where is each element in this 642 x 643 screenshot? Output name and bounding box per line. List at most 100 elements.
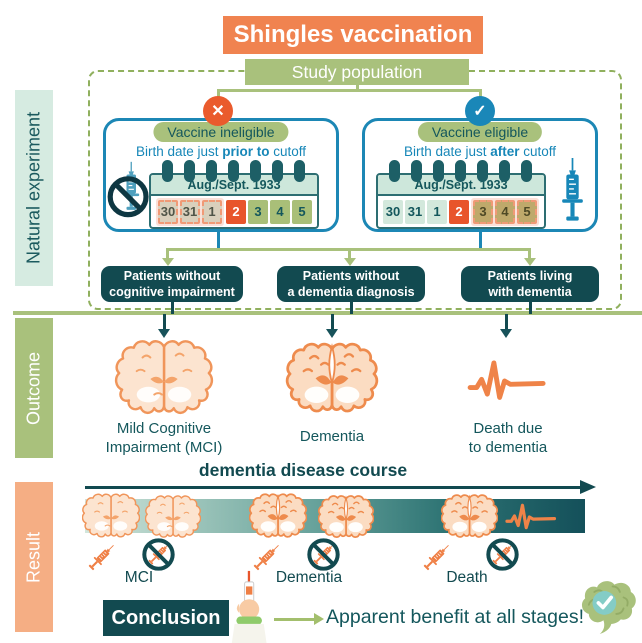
date-cell-cutoff: 2 bbox=[449, 199, 469, 224]
connector-line bbox=[348, 248, 351, 258]
cohort-box-living-with-dementia: Patients living with dementia bbox=[461, 266, 599, 302]
cohort-box-line: Patients living bbox=[487, 268, 573, 283]
calendar-ring-icon bbox=[455, 160, 466, 182]
connector-line bbox=[162, 314, 166, 329]
stage-label-mci: MCI bbox=[124, 569, 154, 586]
date-cell: 5 bbox=[292, 199, 312, 224]
date-cell: 4 bbox=[270, 199, 290, 224]
outcome-label-dementia: Dementia bbox=[272, 428, 392, 447]
date-cell: 4 bbox=[495, 199, 515, 224]
arrow-down-icon bbox=[343, 258, 356, 266]
cohort-box-no-cognitive-impairment: Patients without cognitive impairment bbox=[101, 266, 243, 302]
calendar-ring-icon bbox=[499, 160, 510, 182]
no-vaccine-syringe-icon bbox=[107, 161, 149, 218]
birth-date-caption: Birth date just prior to cutoff bbox=[106, 144, 336, 159]
date-cell: 30 bbox=[383, 199, 403, 224]
date-cell: 1 bbox=[427, 199, 447, 224]
timeline-brain-icon bbox=[249, 492, 307, 539]
birth-dates-group: 30 31 1 bbox=[156, 197, 224, 226]
calendar-ring-icon bbox=[272, 160, 283, 182]
date-cell: 31 bbox=[180, 199, 200, 224]
calendar-dates: 30 31 1 2 3 4 5 bbox=[378, 196, 544, 227]
outcome-label-line: Impairment (MCI) bbox=[105, 438, 223, 456]
cohort-box-line: with dementia bbox=[488, 285, 572, 299]
calendar-ring-icon bbox=[477, 160, 488, 182]
date-cell: 5 bbox=[517, 199, 537, 224]
calendar-ring-icon bbox=[162, 160, 173, 182]
cohort-box-line: a dementia diagnosis bbox=[287, 285, 415, 299]
calendar-dates: 30 31 1 2 3 4 5 bbox=[151, 196, 317, 227]
connector-line bbox=[355, 85, 359, 91]
date-cell: 3 bbox=[248, 199, 268, 224]
calendar-ring-icon bbox=[228, 160, 239, 182]
date-cell: 3 bbox=[473, 199, 493, 224]
caption-prefix: Birth date just bbox=[403, 144, 491, 159]
caption-bold: prior to bbox=[222, 144, 270, 159]
arrow-down-icon bbox=[500, 329, 512, 338]
study-population-banner: Study population bbox=[245, 59, 469, 85]
date-cell-cutoff: 2 bbox=[226, 199, 246, 224]
calendar-ring-icon bbox=[184, 160, 195, 182]
panel-vaccine-eligible: Vaccine eligible Birth date just after c… bbox=[362, 118, 598, 232]
conclusion-text: Apparent benefit at all stages! bbox=[326, 606, 585, 628]
caption-suffix: cutoff bbox=[269, 144, 307, 159]
birth-dates-group: 3 4 5 bbox=[471, 197, 539, 226]
timeline-ekg-icon bbox=[505, 503, 557, 530]
connector-line bbox=[504, 314, 508, 329]
brain-checkmark-icon bbox=[580, 579, 638, 636]
section-label-result: Result bbox=[15, 482, 53, 632]
outcome-label-line: to dementia bbox=[468, 438, 548, 456]
calendar-ring-icon bbox=[411, 160, 422, 182]
connector-line bbox=[216, 89, 220, 101]
section-label-outcome: Outcome bbox=[15, 318, 53, 458]
calendar-ring-icon bbox=[433, 160, 444, 182]
connector-line bbox=[528, 302, 532, 314]
calendar-ring-icon bbox=[521, 160, 532, 182]
section-divider bbox=[13, 311, 642, 315]
arrow-right-icon bbox=[580, 480, 596, 494]
syringe-icon bbox=[561, 158, 584, 222]
timeline-brain-icon bbox=[82, 492, 140, 539]
outcome-label-line: Dementia bbox=[299, 428, 365, 445]
birth-date-caption: Birth date just after cutoff bbox=[365, 144, 595, 159]
caption-prefix: Birth date just bbox=[135, 144, 223, 159]
stage-label-death: Death bbox=[446, 569, 488, 586]
arrow-down-icon bbox=[158, 329, 170, 338]
conclusion-box: Conclusion bbox=[103, 600, 229, 636]
calendar-ring-icon bbox=[250, 160, 261, 182]
calendar-eligible: Aug./Sept. 1933 30 31 1 2 3 4 5 bbox=[376, 160, 546, 229]
arrow-right-icon bbox=[314, 613, 324, 625]
arrow-down-icon bbox=[161, 258, 174, 266]
stage-label-dementia: Dementia bbox=[275, 569, 343, 586]
calendar-ring-icon bbox=[389, 160, 400, 182]
conclusion-arrow bbox=[274, 618, 316, 621]
outcome-label-line: Mild Cognitive bbox=[116, 420, 212, 437]
cohort-box-no-dementia-diagnosis: Patients without a dementia diagnosis bbox=[277, 266, 425, 302]
connector-line bbox=[170, 302, 174, 314]
arrow-down-icon bbox=[326, 329, 338, 338]
timeline-brain-icon bbox=[145, 494, 201, 539]
connector-line bbox=[478, 89, 482, 101]
caption-bold: after bbox=[490, 144, 520, 159]
ekg-flatline-icon bbox=[466, 356, 548, 406]
cohort-box-line: cognitive impairment bbox=[109, 285, 235, 299]
connector-line bbox=[478, 226, 482, 250]
panel-title-pill: Vaccine ineligible bbox=[153, 122, 289, 142]
page-title: Shingles vaccination bbox=[223, 16, 483, 54]
connector-line bbox=[528, 248, 531, 258]
outcome-label-death: Death due to dementia bbox=[448, 420, 568, 458]
brain-mci-icon bbox=[114, 338, 214, 416]
ineligible-x-icon: ✕ bbox=[203, 96, 233, 126]
connector-line bbox=[216, 226, 220, 250]
cohort-box-line: Patients without bbox=[123, 268, 221, 283]
disease-course-label: dementia disease course bbox=[198, 460, 408, 480]
connector-line bbox=[330, 314, 334, 329]
calendar-ring-icon bbox=[206, 160, 217, 182]
date-cell: 30 bbox=[158, 199, 178, 224]
brain-dementia-icon bbox=[285, 341, 379, 414]
date-cell: 31 bbox=[405, 199, 425, 224]
calendar-ring-icon bbox=[294, 160, 305, 182]
outcome-label-line: Death due bbox=[473, 420, 543, 437]
cohort-box-line: Patients without bbox=[302, 268, 400, 283]
timeline-brain-icon bbox=[318, 494, 374, 539]
